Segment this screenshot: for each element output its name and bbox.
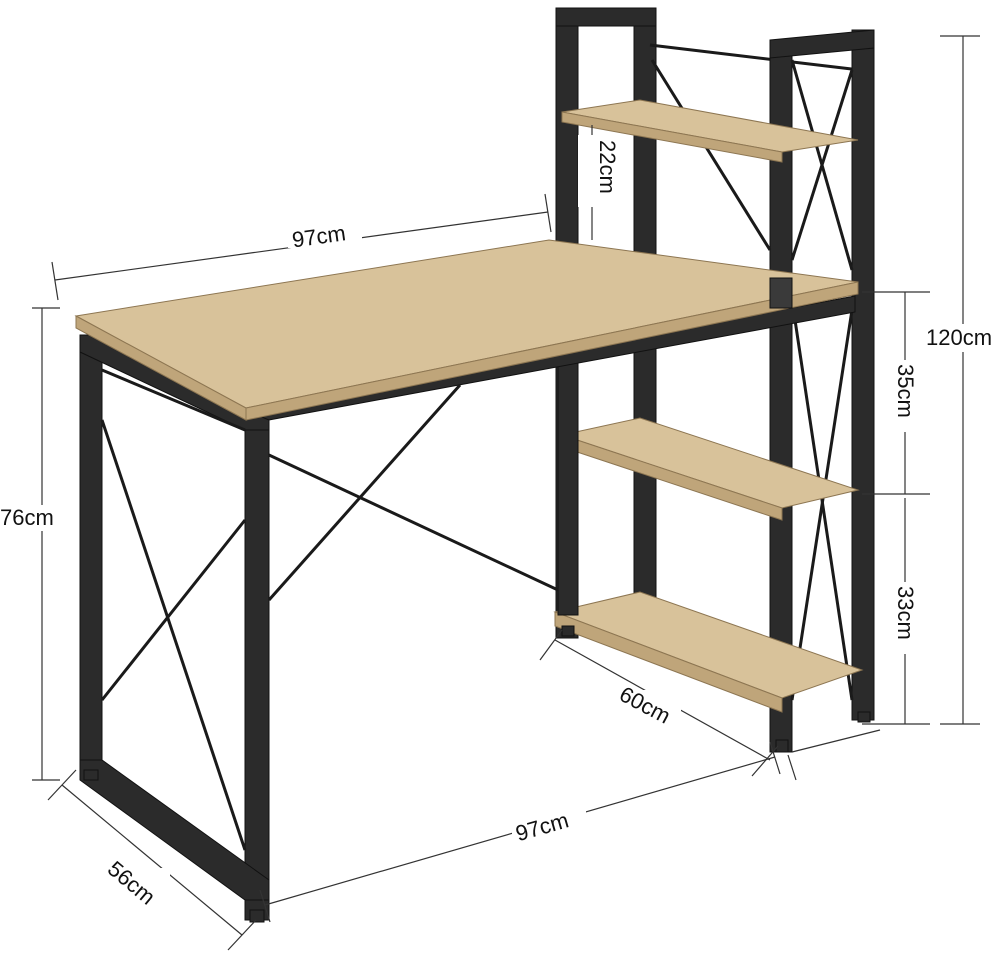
dim-depth-tick-bottom bbox=[227, 919, 257, 951]
front-left-post-overlap bbox=[769, 277, 793, 309]
label-bg-middle-gap bbox=[892, 360, 922, 432]
foot-5 bbox=[857, 711, 871, 723]
label-shelf-depth: 60cm bbox=[615, 681, 674, 728]
dim-depth-line bbox=[61, 784, 243, 936]
shelf-top-edge bbox=[561, 111, 783, 163]
shelf-bottom-edge bbox=[554, 611, 783, 713]
desk-side-brace-a bbox=[100, 519, 247, 701]
shelves bbox=[553, 99, 864, 713]
label-bg-total-height bbox=[925, 324, 1000, 352]
label-bg-bottom-width bbox=[512, 808, 586, 836]
dim-shelf-depth-tick-top bbox=[539, 629, 563, 661]
dim-top-width-tick-left bbox=[51, 261, 59, 301]
desk-side-brace-b bbox=[100, 419, 247, 851]
dim-bottom-width-tick-left bbox=[259, 889, 271, 923]
foot-4 bbox=[775, 739, 789, 753]
dim-shelf-side-line bbox=[791, 729, 881, 753]
label-middle-gap: 35cm bbox=[893, 364, 918, 418]
desk-back-brace-a bbox=[268, 453, 559, 592]
label-bg-depth bbox=[100, 868, 170, 902]
desk-back-left-leg bbox=[79, 334, 103, 776]
dim-top-width-tick-right bbox=[544, 193, 552, 233]
label-bg-bottom-gap bbox=[892, 582, 922, 654]
label-bg-top-width bbox=[288, 220, 362, 248]
label-total-height: 120cm bbox=[926, 325, 992, 350]
front-top-rail bbox=[769, 29, 875, 59]
dim-bottom-width-tick-right bbox=[769, 741, 781, 775]
desk-side-bottom-rail bbox=[79, 759, 270, 901]
desktop bbox=[74, 239, 859, 421]
desk-back-top-bar bbox=[101, 368, 246, 432]
desk-back-right-leg bbox=[557, 359, 579, 616]
foot-1 bbox=[83, 769, 99, 781]
dim-shelf-depth-tick-bottom bbox=[751, 745, 779, 777]
label-bg-top-gap bbox=[578, 135, 608, 207]
desktop-front-edge bbox=[245, 281, 859, 421]
label-bottom-gap: 33cm bbox=[893, 586, 918, 640]
desk-front-left-leg bbox=[244, 409, 270, 921]
label-bg-shelf-depth bbox=[615, 690, 681, 720]
back-top-rail bbox=[555, 7, 657, 27]
desk-back-brace-b bbox=[267, 384, 462, 601]
top-cross-bar bbox=[649, 43, 861, 72]
label-top-gap: 22cm bbox=[595, 140, 620, 194]
side-brace-upper-b bbox=[790, 69, 854, 261]
foot-2 bbox=[249, 909, 265, 923]
label-desk-height: 76cm bbox=[0, 505, 54, 530]
shelf-unit-front-frame bbox=[650, 29, 875, 753]
label-bg-desk-height bbox=[0, 505, 66, 531]
dim-depth-tick-top bbox=[47, 769, 77, 801]
front-right-post bbox=[851, 29, 875, 721]
dim-shelf-side-tick bbox=[787, 754, 797, 781]
foot-3 bbox=[561, 625, 575, 637]
desk-frame bbox=[79, 295, 871, 923]
side-brace-lower-b bbox=[790, 309, 854, 701]
back-brace-a bbox=[650, 59, 772, 251]
